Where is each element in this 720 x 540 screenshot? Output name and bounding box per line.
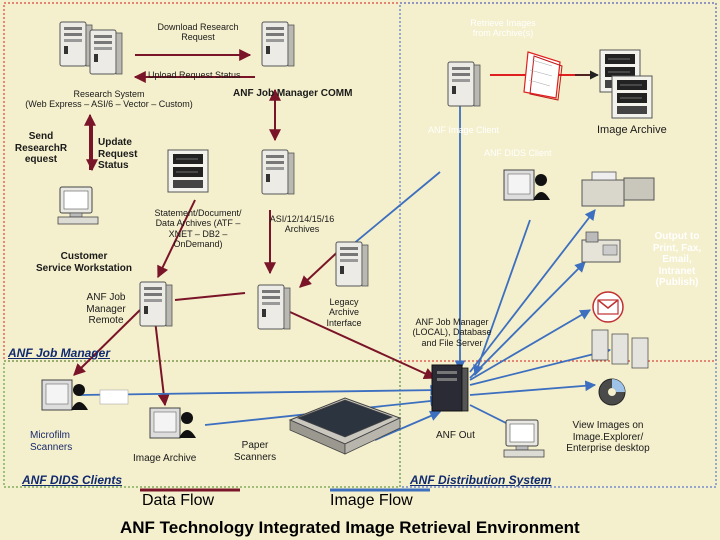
- paper-scanners-label: Paper Scanners: [233, 440, 277, 463]
- asi-server-icon: [261, 149, 295, 195]
- microfilm-reel-icon: [99, 389, 129, 405]
- download-research-label: Download Research Request: [157, 22, 239, 43]
- image-client-server-icon: [447, 61, 481, 107]
- legend-data-flow: Data Flow: [142, 492, 215, 509]
- legacy-server-icon: [335, 241, 369, 287]
- job-manager-remote-label: ANF Job Manager Remote: [86, 292, 126, 326]
- fax-icon: [581, 231, 621, 263]
- output-to-label: Output to Print, Fax, Email, Intranet (P…: [652, 231, 702, 288]
- flow-remote-to-legacy: [174, 292, 246, 301]
- microfilm-viewer-icon: [41, 379, 89, 411]
- section-distribution: ANF Distribution System: [410, 473, 552, 487]
- paper-scanner-icon: [288, 397, 402, 455]
- section-job-manager: ANF Job Manager: [8, 346, 111, 360]
- microfilm-label: Microfilm Scanners: [30, 430, 73, 453]
- statement-archives-label: Statement/Document/ Data Archives (ATF –…: [154, 208, 242, 250]
- send-research-label: Send ResearchR equest: [14, 131, 68, 165]
- asi-archives-label: ASI/12/14/15/16 Archives: [269, 214, 335, 235]
- research-server-icon: [59, 21, 93, 67]
- flow-local-to-email: [469, 309, 591, 381]
- image-client-label: ANF Image Client: [428, 125, 500, 135]
- dids-client-viewer-icon: [503, 169, 551, 201]
- flow-local-to-disc: [469, 380, 597, 396]
- image-archive-viewer-icon: [149, 407, 197, 439]
- network-sheets-icon: [523, 51, 563, 101]
- legacy-interface-icon: [257, 284, 291, 330]
- flow-paper-to-local: [374, 410, 441, 441]
- section-dids-clients: ANF DIDS Clients: [22, 473, 123, 487]
- job-manager-local-label: ANF Job Manager (LOCAL), Database and Fi…: [412, 317, 492, 348]
- flow-remote-to-image-archive: [154, 319, 170, 407]
- flow-local-to-printer: [469, 209, 596, 373]
- update-request-label: Update Request Status: [98, 137, 138, 171]
- region-green-border: [3, 360, 401, 488]
- region-blue-border: [399, 2, 717, 488]
- retrieve-images-label: Retrieve Images from Archive(s): [470, 18, 536, 39]
- research-system-label: Research System (Web Express – ASI/6 – V…: [25, 89, 193, 110]
- flow-archives-to-remote: [157, 199, 196, 279]
- legacy-archive-label: Legacy Archive Interface: [326, 297, 362, 328]
- local-job-manager-icon: [431, 364, 469, 412]
- image-archive-bottom-label: Image Archive: [133, 453, 197, 464]
- flow-local-to-storage: [469, 347, 612, 386]
- comm-server-icon: [261, 21, 295, 67]
- customer-workstation-icon: [57, 186, 99, 225]
- legend-image-flow: Image Flow: [330, 492, 413, 509]
- diagram-title: ANF Technology Integrated Image Retrieva…: [120, 518, 580, 537]
- view-images-label: View Images on Image.Explorer/ Enterpris…: [566, 420, 650, 454]
- flow-microfilm-to-local: [79, 384, 442, 396]
- disc-icon: [598, 378, 626, 406]
- flow-remote-to-microfilm: [73, 309, 141, 376]
- statement-archive-rack-icon: [167, 149, 209, 193]
- flow-image-client-to-asi: [339, 171, 441, 256]
- research-server2-icon: [89, 29, 123, 75]
- remote-job-manager-icon: [139, 281, 173, 327]
- dids-client-label: ANF DIDS Client: [484, 148, 552, 158]
- anf-out-label: ANF Out: [436, 430, 475, 441]
- job-manager-comm-label: ANF Job Manager COMM: [233, 88, 353, 99]
- flow-legacy-to-local: [289, 311, 437, 379]
- storage-servers-icon: [591, 329, 649, 369]
- enterprise-desktop-icon: [503, 419, 545, 458]
- upload-status-label: Upload Request Status: [148, 70, 241, 80]
- email-icon: [592, 291, 624, 323]
- flow-dids-to-local: [473, 219, 531, 377]
- image-archive-rack2-icon: [611, 75, 653, 119]
- flow-local-to-fax: [469, 261, 586, 379]
- customer-ws-label: Customer Service Workstation: [36, 251, 132, 274]
- printer-icon: [581, 171, 655, 207]
- image-archive-top-label: Image Archive: [597, 124, 667, 136]
